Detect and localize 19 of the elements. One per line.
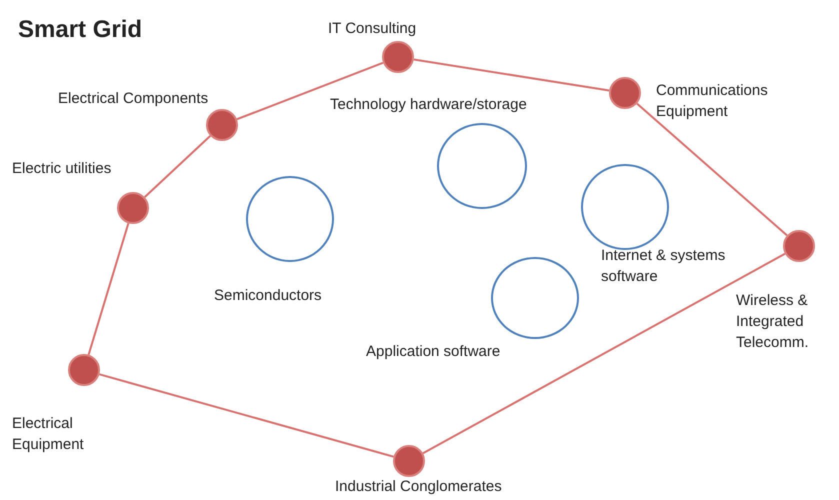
connector-line bbox=[99, 373, 394, 458]
node-label: Electric utilities bbox=[12, 159, 112, 179]
node-label: Technology hardware/storage bbox=[330, 95, 528, 115]
connector-line bbox=[414, 58, 610, 92]
connector-line bbox=[236, 62, 384, 120]
connector-line bbox=[88, 223, 130, 355]
connector-line bbox=[636, 102, 788, 236]
node-label: Internet & systems software bbox=[601, 246, 726, 287]
node-label: Application software bbox=[366, 342, 502, 362]
connector-line bbox=[422, 252, 786, 454]
node-label: Wireless & Integrated Telecomm. bbox=[736, 291, 810, 353]
node-label: Semiconductors bbox=[214, 286, 323, 306]
connector-line bbox=[144, 135, 211, 198]
node-label: Electrical Equipment bbox=[12, 414, 85, 455]
node-label: Communications Equipment bbox=[656, 81, 769, 122]
node-label: IT Consulting bbox=[328, 19, 418, 39]
node-label: Industrial Conglomerates bbox=[335, 477, 503, 497]
diagram-title: Smart Grid bbox=[18, 16, 142, 44]
node-label: Electrical Components bbox=[58, 89, 210, 109]
